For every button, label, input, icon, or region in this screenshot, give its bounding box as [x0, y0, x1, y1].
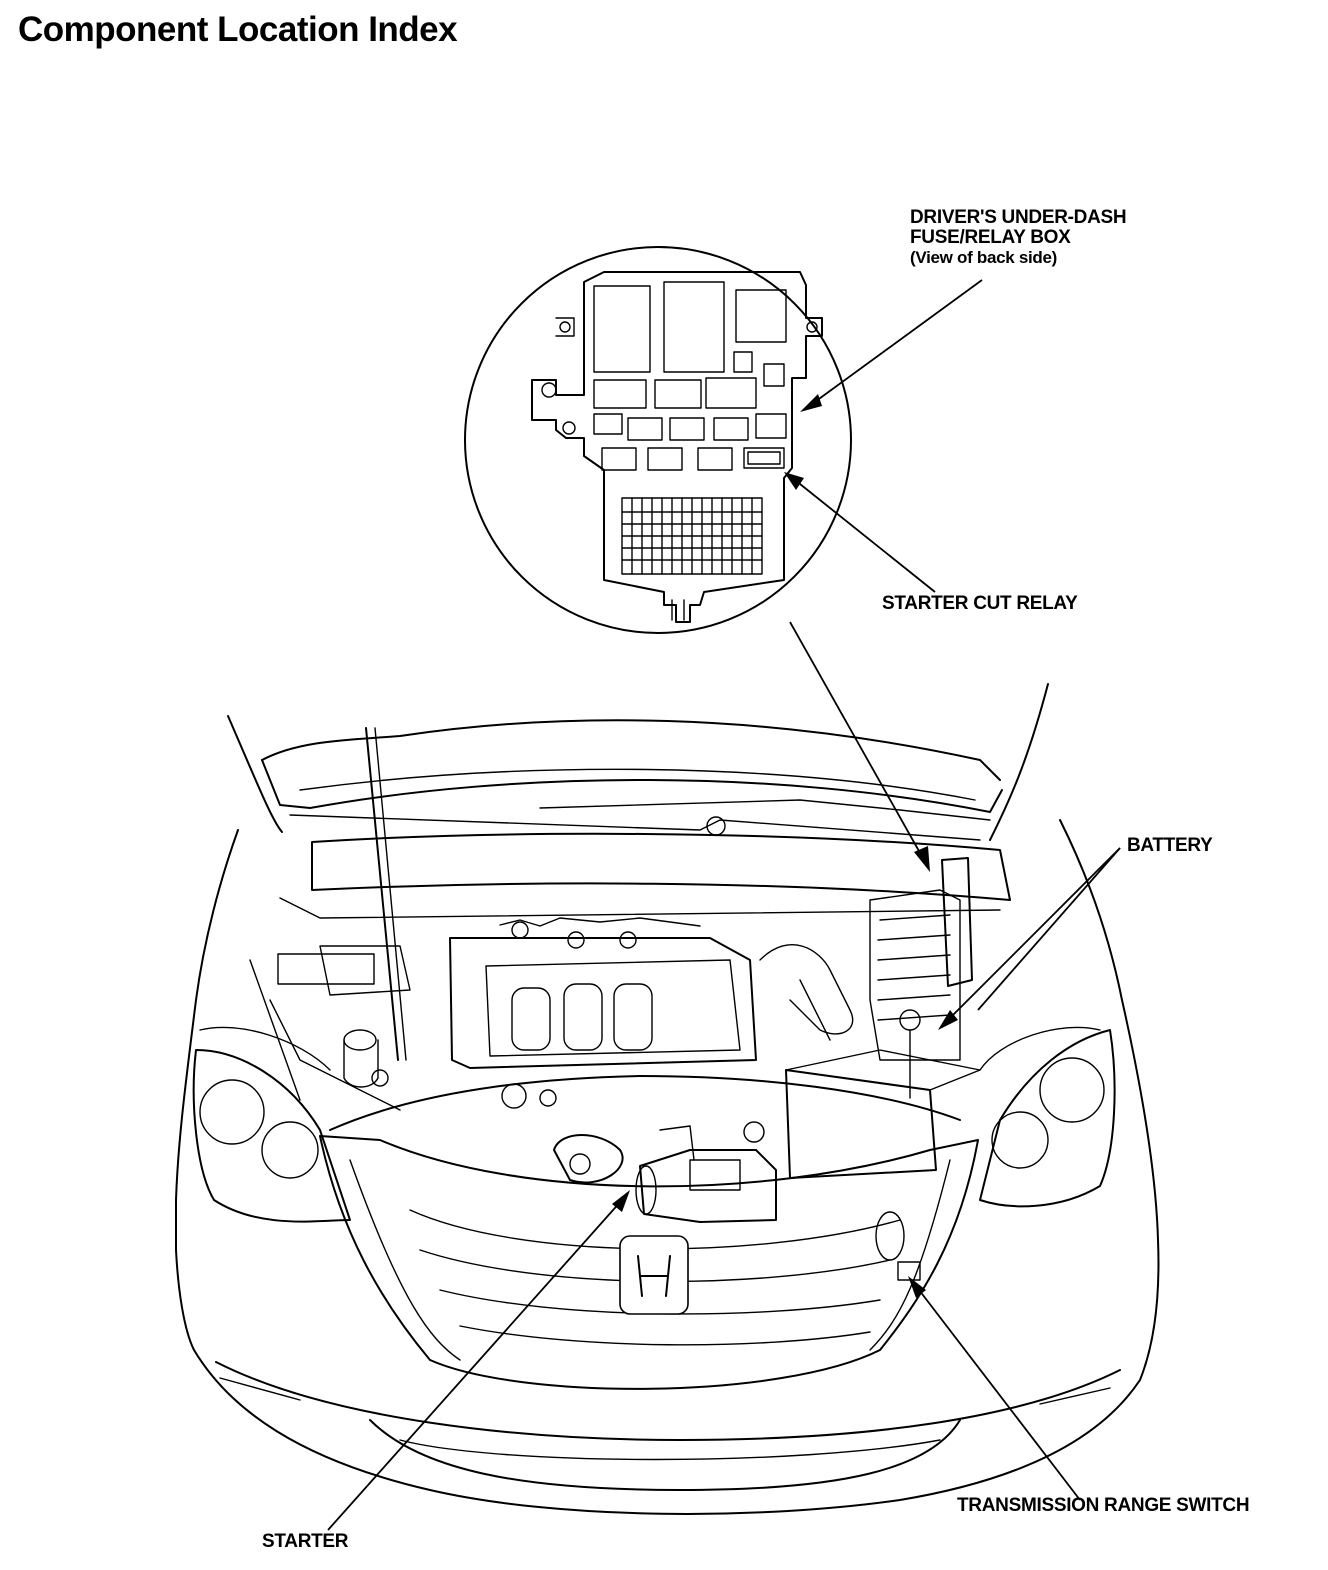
fuse-box-label-line3: (View of back side) [910, 248, 1058, 267]
headlight-left [192, 1049, 351, 1223]
fuse-box-leaders [784, 279, 983, 872]
starter-label: STARTER [262, 1531, 349, 1552]
callout-leaders [327, 847, 1121, 1531]
engine-bay-right [759, 857, 981, 1179]
transmission-range-switch-label: TRANSMISSION RANGE SWITCH [957, 1495, 1250, 1516]
fuse-grid [621, 497, 763, 575]
headlight-right [979, 1029, 1116, 1208]
battery-block [785, 1009, 981, 1179]
engine-cover [449, 917, 757, 1069]
fuse-box-label: DRIVER'S UNDER-DASH FUSE/RELAY BOX (View… [910, 207, 1127, 268]
transmission-range-switch-part [875, 1211, 921, 1281]
grille [319, 1135, 979, 1390]
starter-motor [635, 1121, 777, 1223]
fuse-box-detail [464, 246, 852, 634]
starter-cut-relay-label: STARTER CUT RELAY [882, 593, 1078, 614]
fuse-box-label-line1: DRIVER'S UNDER-DASH [910, 207, 1127, 228]
vehicle-front [175, 683, 1160, 1515]
page-title: Component Location Index [18, 10, 458, 49]
honda-emblem [619, 1235, 689, 1315]
fuse-box-label-line2: FUSE/RELAY BOX [910, 227, 1071, 248]
battery-label: BATTERY [1127, 835, 1213, 856]
engine-bay-left [249, 945, 411, 1111]
